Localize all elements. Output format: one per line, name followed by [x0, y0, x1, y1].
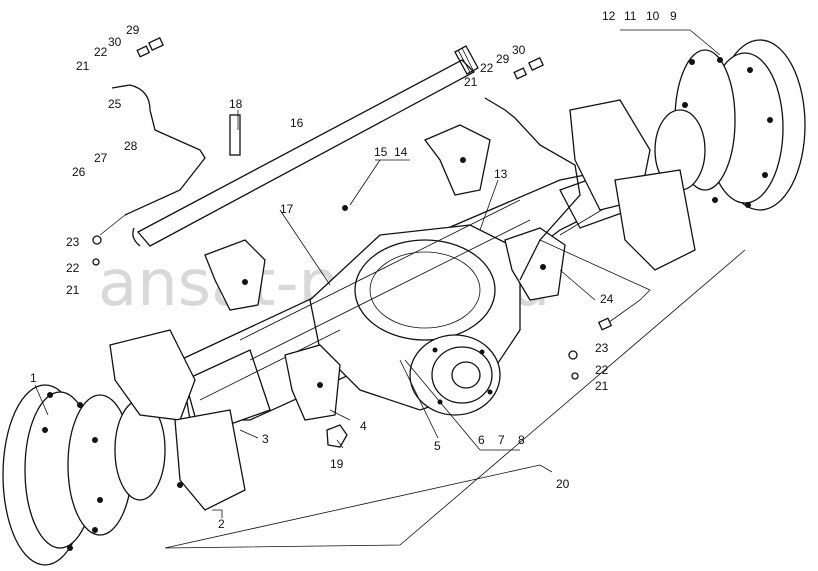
callout-28: 28 [124, 139, 138, 153]
callout-18: 18 [229, 97, 243, 111]
callout-26: 26 [72, 165, 86, 179]
callout-7: 7 [498, 433, 505, 447]
callout-labels: 1 2 3 4 5 6 7 8 9 10 11 12 13 14 15 16 1… [30, 9, 677, 531]
axle-shaft [132, 45, 479, 247]
leader-lines [34, 29, 746, 549]
callout-16: 16 [290, 116, 304, 130]
callout-6: 6 [478, 433, 485, 447]
callout-25: 25 [108, 97, 122, 111]
callout-29-right: 29 [496, 52, 510, 66]
callout-2: 2 [218, 517, 225, 531]
brake-lines [99, 84, 651, 326]
callout-20: 20 [556, 477, 570, 491]
callout-9: 9 [670, 9, 677, 23]
callout-10: 10 [646, 9, 660, 23]
callout-24: 24 [600, 292, 614, 306]
callout-27: 27 [94, 151, 108, 165]
brackets [204, 124, 566, 421]
callout-3: 3 [262, 432, 269, 446]
callout-4: 4 [360, 419, 367, 433]
fittings [92, 36, 613, 448]
callout-21-right-top: 21 [464, 75, 478, 89]
callout-15: 15 [374, 145, 388, 159]
callout-8: 8 [518, 433, 525, 447]
callout-13: 13 [494, 167, 508, 181]
callout-14: 14 [394, 145, 408, 159]
callout-22-left: 22 [66, 261, 80, 275]
callout-23-left: 23 [66, 235, 80, 249]
callout-30-right: 30 [512, 43, 526, 57]
callout-21-left: 21 [66, 283, 80, 297]
callout-17: 17 [280, 202, 294, 216]
callout-23-right: 23 [595, 341, 609, 355]
callout-21-left-top: 21 [76, 59, 90, 73]
right-hub [569, 39, 806, 271]
callout-12: 12 [602, 9, 616, 23]
callout-22-left-top: 22 [94, 45, 108, 59]
pinion-flange [409, 334, 501, 416]
left-hub [2, 329, 246, 566]
callout-5: 5 [434, 439, 441, 453]
callout-30-left: 30 [108, 35, 122, 49]
callout-11: 11 [624, 9, 637, 23]
callout-19: 19 [330, 457, 344, 471]
callout-1: 1 [30, 371, 37, 385]
callout-22-right: 22 [595, 363, 609, 377]
callout-21-right: 21 [595, 379, 609, 393]
callout-29-left: 29 [126, 23, 140, 37]
callout-22-right-top: 22 [480, 61, 494, 75]
